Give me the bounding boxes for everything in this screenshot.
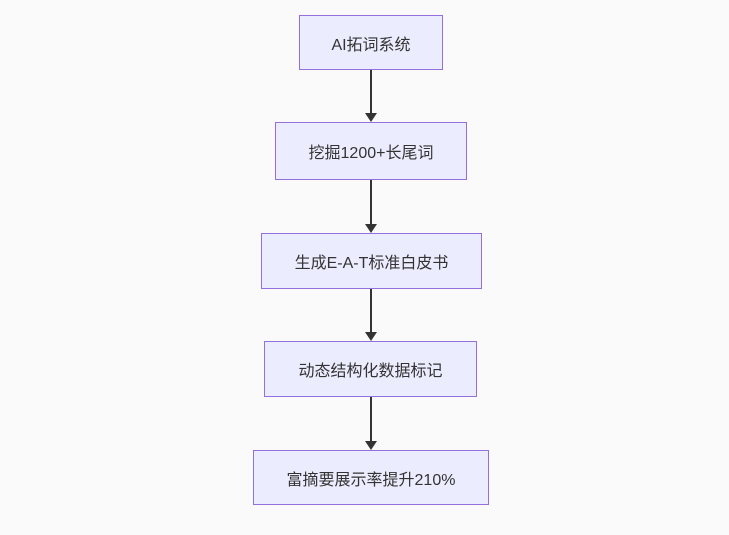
flow-node-label: AI拓词系统	[331, 36, 411, 54]
arrowhead-icon	[365, 113, 377, 122]
flow-node-ai-word-expansion-system: AI拓词系统	[299, 15, 443, 70]
flow-node-rich-snippet-rate-increase: 富摘要展示率提升210%	[253, 450, 489, 505]
arrow-line	[370, 397, 372, 441]
flow-node-generate-eat-whitepaper: 生成E-A-T标准白皮书	[261, 233, 482, 289]
flow-node-label: 挖掘1200+长尾词	[308, 145, 434, 162]
flow-node-dynamic-structured-data-markup: 动态结构化数据标记	[264, 341, 477, 397]
arrow-line	[370, 70, 372, 113]
flow-node-mine-longtail-keywords: 挖掘1200+长尾词	[275, 122, 467, 180]
arrowhead-icon	[365, 441, 377, 450]
flow-node-label: 生成E-A-T标准白皮书	[294, 255, 449, 272]
arrow-line	[370, 180, 372, 224]
flow-node-label: 富摘要展示率提升210%	[286, 471, 456, 489]
arrowhead-icon	[365, 224, 377, 233]
flow-node-label: 动态结构化数据标记	[298, 363, 443, 380]
arrowhead-icon	[365, 332, 377, 341]
arrow-line	[370, 289, 372, 332]
